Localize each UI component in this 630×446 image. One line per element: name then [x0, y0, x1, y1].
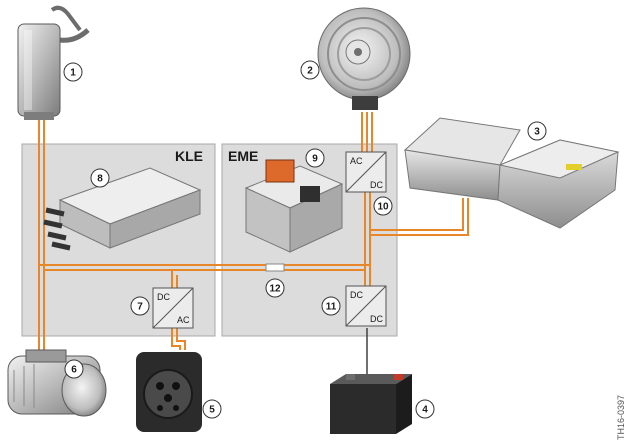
kle-label: KLE — [175, 148, 203, 164]
compressor-component — [7, 349, 107, 417]
reference-code: TH16-0397 — [616, 395, 626, 440]
converter-10-bottom: DC — [370, 180, 383, 190]
charging-socket-component — [136, 352, 202, 432]
callout-8: 8 — [90, 168, 110, 188]
callout-7: 7 — [130, 296, 150, 316]
converter-7-bottom: AC — [177, 315, 190, 325]
callout-2-label: 2 — [307, 66, 313, 77]
callout-1-label: 1 — [70, 68, 76, 79]
callout-7-label: 7 — [137, 302, 143, 313]
callout-1: 1 — [63, 62, 83, 82]
callout-8-label: 8 — [97, 174, 103, 185]
high-voltage-lines — [38, 112, 469, 355]
callout-9-label: 9 — [312, 154, 318, 165]
fuse-symbol — [265, 263, 285, 272]
eme-label: EME — [228, 148, 258, 164]
converter-11: DC DC — [345, 285, 387, 327]
callout-5: 5 — [202, 399, 222, 419]
callout-12: 12 — [265, 278, 285, 298]
callout-5-label: 5 — [209, 405, 215, 416]
converter-7: DC AC — [152, 287, 194, 329]
callout-2: 2 — [300, 60, 320, 80]
callout-9: 9 — [305, 148, 325, 168]
accumulator-component — [17, 5, 90, 120]
electric-motor-component — [317, 7, 411, 110]
callout-11: 11 — [321, 296, 341, 316]
callout-6: 6 — [64, 359, 84, 379]
callout-10-label: 10 — [377, 202, 389, 213]
callout-6-label: 6 — [71, 365, 77, 376]
callout-3: 3 — [527, 121, 547, 141]
converter-7-top: DC — [157, 292, 170, 302]
callout-11-label: 11 — [326, 302, 337, 313]
converter-11-bottom: DC — [370, 314, 383, 324]
hv-battery-component — [403, 117, 620, 229]
callout-3-label: 3 — [534, 127, 540, 138]
callout-10: 10 — [373, 196, 393, 216]
converter-11-top: DC — [350, 290, 363, 300]
callout-4: 4 — [415, 399, 435, 419]
converter-10: AC DC — [345, 151, 387, 193]
callout-4-label: 4 — [422, 405, 428, 416]
eme-electronics-component — [244, 159, 344, 253]
12v-battery-component — [330, 374, 412, 434]
converter-10-top: AC — [350, 156, 363, 166]
kle-electronics-component — [43, 167, 202, 251]
callout-12-label: 12 — [269, 284, 281, 295]
